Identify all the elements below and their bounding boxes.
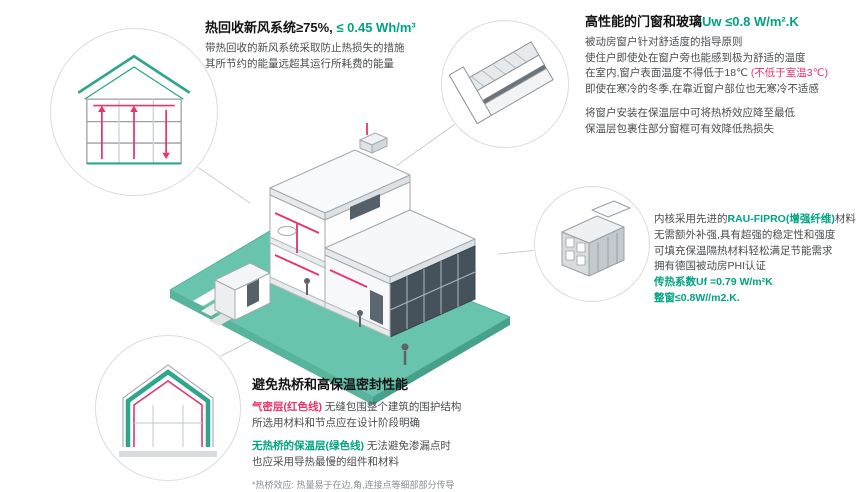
house-illustration bbox=[169, 123, 511, 405]
insulated-house-illustration bbox=[119, 364, 217, 457]
ground bbox=[119, 451, 217, 457]
section-ventilation: 热回收新风系统≥75%, ≤ 0.45 Wh/m³ 带热回收的新风系统采取防止热… bbox=[205, 20, 470, 72]
ventilation-section-illustration bbox=[77, 54, 191, 165]
insulation-label: 无热桥的保温层(绿色线) bbox=[252, 440, 364, 453]
ventilation-body: 带热回收的新风系统采取防止热损失的措施 其所节约的能量远超其运行所耗费的能量 bbox=[205, 41, 405, 70]
window-profile-illustration bbox=[561, 200, 631, 277]
main-block bbox=[269, 149, 411, 309]
u-value-window: 整窗≤0.8W//m2.K. bbox=[654, 291, 740, 304]
thermal-body: 气密层(红色线) 无缝包围整个建筑的围护结构 所选用材料和节点应在设计阶段明确 … bbox=[252, 400, 562, 492]
insulation-illustration-circle bbox=[95, 335, 241, 481]
window-profile-circle bbox=[534, 186, 650, 302]
rooftop-unit bbox=[358, 132, 389, 154]
glass-wing bbox=[324, 209, 476, 338]
section-profile: 内核采用先进的RAU-FIPRO(增强纤维)材料 无需额外补强,具有超强的稳定性… bbox=[654, 212, 864, 307]
ventilation-illustration-circle bbox=[50, 28, 218, 196]
airtight-label: 气密层(红色线) bbox=[252, 400, 322, 413]
window-corner-illustration bbox=[449, 41, 554, 125]
u-value-frame: 传热系数Uf =0.79 W/m²K bbox=[654, 276, 773, 288]
airtight-layer-line bbox=[133, 380, 203, 447]
section-thermal: 避免热桥和高保温密封性能 气密层(红色线) 无缝包围整个建筑的围护结构 所选用材… bbox=[252, 377, 562, 492]
window-detail-circle bbox=[441, 20, 569, 148]
section-windows: 高性能的门窗和玻璃Uw ≤0.8 W/m².K 被动房窗户针对舒适度的指导原则 … bbox=[585, 14, 861, 137]
people bbox=[304, 278, 409, 365]
bathtub bbox=[277, 226, 297, 236]
duct-lines bbox=[274, 123, 368, 276]
profile-body: 内核采用先进的RAU-FIPRO(增强纤维)材料 无需额外补强,具有超强的稳定性… bbox=[654, 212, 864, 307]
isometric-house-cutaway bbox=[155, 85, 525, 405]
windows-title: 高性能的门窗和玻璃Uw ≤0.8 W/m².K bbox=[585, 14, 799, 29]
insulation-layer-line bbox=[125, 369, 211, 447]
thermal-footnote: *热桥效应: 热量易于在边,角,连接点等细部部分传导 bbox=[252, 479, 455, 490]
windows-body: 被动房窗户针对舒适度的指导原则 使住户即使处在窗户旁也能感到极为舒适的温度 在室… bbox=[585, 35, 828, 135]
thermal-title: 避免热桥和高保温密封性能 bbox=[252, 377, 409, 392]
ventilation-title: 热回收新风系统≥75%, ≤ 0.45 Wh/m³ bbox=[205, 20, 416, 35]
